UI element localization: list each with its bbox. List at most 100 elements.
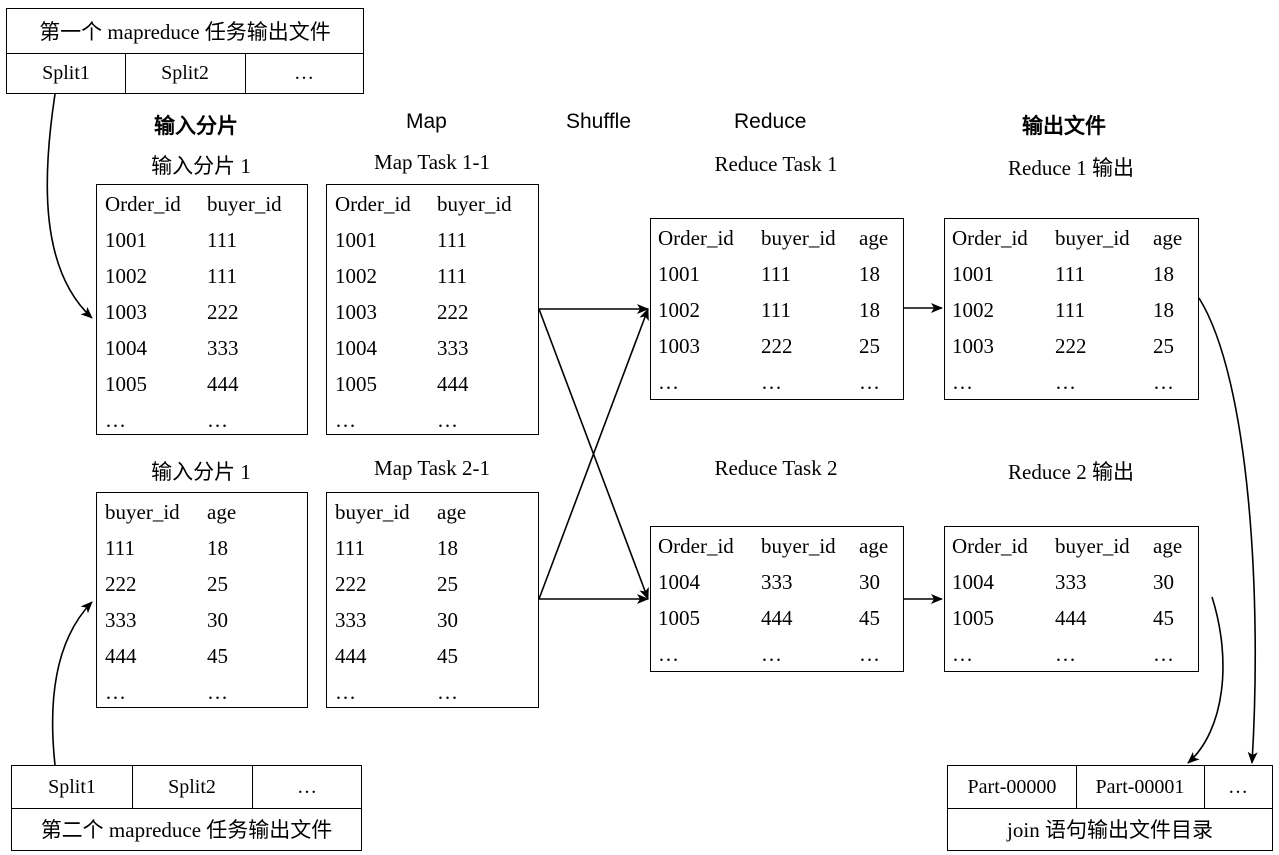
table-cell: … [207,408,228,432]
divider [132,766,133,808]
column-header: Order_id [952,226,1028,250]
table-row: 111 18 [97,530,307,566]
arrow-split-to-input-2 [51,601,93,766]
caption-input-split-1: 输入分片 1 [151,154,251,178]
table-cell: 1003 [335,300,377,324]
table-row: … … … [651,364,903,400]
first-job-split-2: Split2 [161,61,209,84]
table-cell: 25 [437,572,458,596]
table-cell: 1002 [335,264,377,288]
table-cell: 111 [761,298,791,322]
table-cell: 1001 [335,228,377,252]
caption-reduce-1-output: Reduce 1 输出 [1008,156,1134,180]
table-cell: … [952,642,973,666]
table-cell: 444 [207,372,239,396]
table-row: 1004 333 [327,330,538,366]
table-cell: 222 [761,334,793,358]
first-job-split-more: … [294,61,314,84]
second-job-split-more: … [297,775,317,798]
table-cell: … [658,370,679,394]
column-header: age [437,500,467,524]
table-cell: 1005 [105,372,147,396]
table-row: …… [97,674,307,710]
table-cell: … [335,680,356,704]
column-header: age [859,226,889,250]
table-cell: … [105,680,126,704]
table-cell: 1005 [335,372,377,396]
table-cell: … [859,642,880,666]
table-cell: 18 [207,536,228,560]
table-cell: 1003 [952,334,994,358]
arrow-split-to-input-1 [46,93,93,319]
table-row: 1002 111 [97,258,307,294]
table-cell: 18 [859,298,880,322]
table-cell: … [761,642,782,666]
table-cell: 1002 [105,264,147,288]
column-header: age [207,500,237,524]
first-job-output-strip: 第一个 mapreduce 任务输出文件 Split1 Split2 … [6,8,364,94]
caption-reduce-task-1: Reduce Task 1 [714,152,838,176]
table-cell: 45 [207,644,228,668]
stage-header-input: 输入分片 [154,115,238,138]
table-row: ……… [945,364,1198,400]
arrow-map2-to-reduce1 [538,308,649,600]
table-cell: 222 [335,572,367,596]
table-cell: 333 [437,336,469,360]
second-job-split-2: Split2 [168,775,216,798]
table-cell: 111 [105,536,135,560]
table-cell: 1002 [952,298,994,322]
column-header: buyer_id [1055,534,1130,558]
divider [948,808,1272,809]
column-header: buyer_id [207,192,282,216]
table-cell: 333 [207,336,239,360]
column-header: Order_id [658,534,734,558]
table-cell: 18 [1153,298,1174,322]
column-header: buyer_id [761,534,836,558]
table-cell: 45 [1153,606,1174,630]
table-cell: 1001 [952,262,994,286]
table-cell: … [952,370,973,394]
table-cell: 444 [1055,606,1087,630]
table-cell: 1001 [658,262,700,286]
table-cell: 333 [335,608,367,632]
table-cell: … [1055,370,1076,394]
table-cell: … [761,370,782,394]
column-header: age [1153,226,1183,250]
table-cell: 222 [207,300,239,324]
table-cell: 1004 [335,336,377,360]
table-row: …… [327,674,538,710]
table-cell: 111 [207,228,237,252]
table-cell: 111 [335,536,365,560]
join-output-strip: Part-00000 Part-00001 … join 语句输出文件目录 [947,765,1273,851]
table-cell: … [335,408,356,432]
table-cell: 1005 [658,606,700,630]
caption-input-split-2: 输入分片 1 [151,460,251,484]
table-cell: 1004 [952,570,994,594]
table-cell: 111 [207,264,237,288]
table-cell: … [859,370,880,394]
stage-header-shuffle: Shuffle [566,110,631,133]
